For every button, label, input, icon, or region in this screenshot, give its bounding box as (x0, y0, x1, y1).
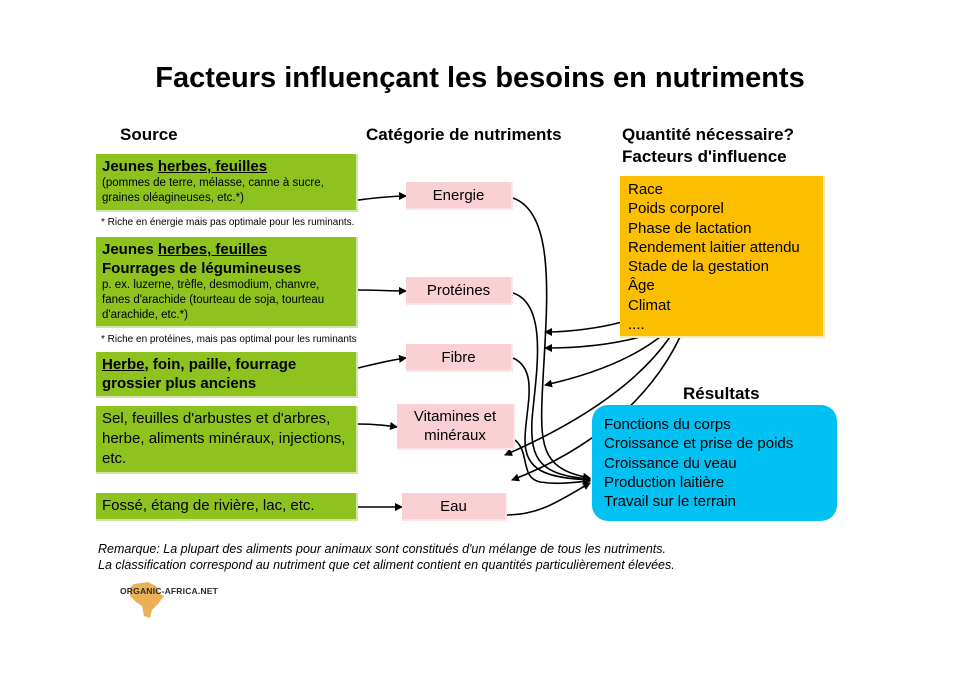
source-energie-note: * Riche en énergie mais pas optimale pou… (101, 217, 355, 228)
factor-item: Âge (628, 277, 655, 295)
arrow-eau-resultats (506, 482, 591, 516)
arrow-factors-2 (544, 336, 641, 352)
factor-item: Climat (628, 296, 671, 314)
arrow-fibre-resultats (512, 357, 591, 484)
arrow-energie-resultats (512, 197, 591, 481)
category-energie: Energie (406, 182, 513, 210)
result-item: Fonctions du corps (604, 416, 731, 433)
source-box-eau: Fossé, étang de rivière, lac, etc. (96, 493, 358, 521)
result-item: Croissance et prise de poids (604, 435, 794, 453)
result-item: Croissance du veau (604, 454, 737, 472)
category-fibre: Fibre (406, 344, 513, 372)
results-box: Fonctions du corps Croissance et prise d… (592, 405, 837, 521)
factor-item: Race (628, 181, 664, 198)
arrow-factors-4 (504, 336, 671, 456)
source-box-energie: Jeunes herbes, feuilles (pommes de terre… (96, 154, 358, 212)
factors-box: Race Poids corporel Phase de lactation R… (620, 176, 825, 338)
result-item: Travail sur le terrain (604, 493, 736, 511)
page-title: Facteurs influençant les besoins en nutr… (155, 62, 805, 94)
category-eau: Eau (402, 493, 507, 521)
organic-africa-logo: ORGANIC-AFRICA.NET (118, 580, 228, 620)
remark-line1: Remarque: La plupart des aliments pour a… (98, 542, 666, 556)
africa-map-icon (130, 582, 164, 618)
source-box-fibre: Herbe, foin, paille, fourrage grossier p… (96, 352, 358, 398)
factor-item: Phase de lactation (628, 219, 752, 237)
category-vitamines: Vitamines et minéraux (397, 404, 515, 450)
source-box-vitamines: Sel, feuilles d'arbustes et d'arbres, he… (96, 406, 358, 474)
arrow-factors-3 (544, 336, 661, 388)
source-box-proteines: Jeunes herbes, feuilles Fourrages de lég… (96, 237, 358, 328)
arrow-source-proteines (357, 286, 407, 295)
header-source: Source (120, 125, 178, 144)
source-proteines-line2: Fourrages de légumineuses (102, 260, 302, 277)
header-resultats: Résultats (683, 384, 760, 403)
factor-item: Stade de la gestation (628, 258, 769, 276)
header-quantite: Quantité nécessaire? (622, 125, 794, 144)
logo-text: ORGANIC-AFRICA.NET (120, 586, 219, 596)
result-item: Production laitière (604, 473, 725, 491)
source-eau-text: Fossé, étang de rivière, lac, etc. (102, 497, 315, 514)
factor-item: Poids corporel (628, 200, 724, 218)
source-vitamines-text: Sel, feuilles d'arbustes et d'arbres, he… (102, 410, 346, 467)
header-facteurs: Facteurs d'influence (622, 147, 787, 166)
remark-line2: La classification correspond au nutrimen… (98, 558, 675, 572)
source-fibre-title: Herbe, foin, paille, fourrage grossier p… (102, 356, 297, 392)
factor-item: Rendement laitier attendu (628, 238, 800, 256)
arrow-source-vitamines (357, 422, 398, 430)
source-proteines-note: * Riche en protéines, mais pas optimal p… (101, 334, 357, 345)
source-proteines-title: Jeunes herbes, feuilles (102, 241, 268, 258)
arrow-source-fibre (357, 354, 407, 369)
source-proteines-detail: p. ex. luzerne, trèfle, desmodium, chanv… (102, 279, 325, 321)
factor-item: .... (628, 316, 645, 334)
arrow-source-energie (357, 192, 407, 201)
category-proteines: Protéines (406, 277, 513, 305)
arrow-proteines-resultats (512, 292, 591, 483)
source-energie-detail: (pommes de terre, mélasse, canne à sucre… (102, 177, 324, 204)
header-categorie: Catégorie de nutriments (366, 125, 562, 144)
arrow-vitamines-resultats (514, 439, 591, 486)
source-energie-title: Jeunes herbes, feuilles (102, 158, 268, 175)
arrow-factors-1 (544, 321, 623, 336)
